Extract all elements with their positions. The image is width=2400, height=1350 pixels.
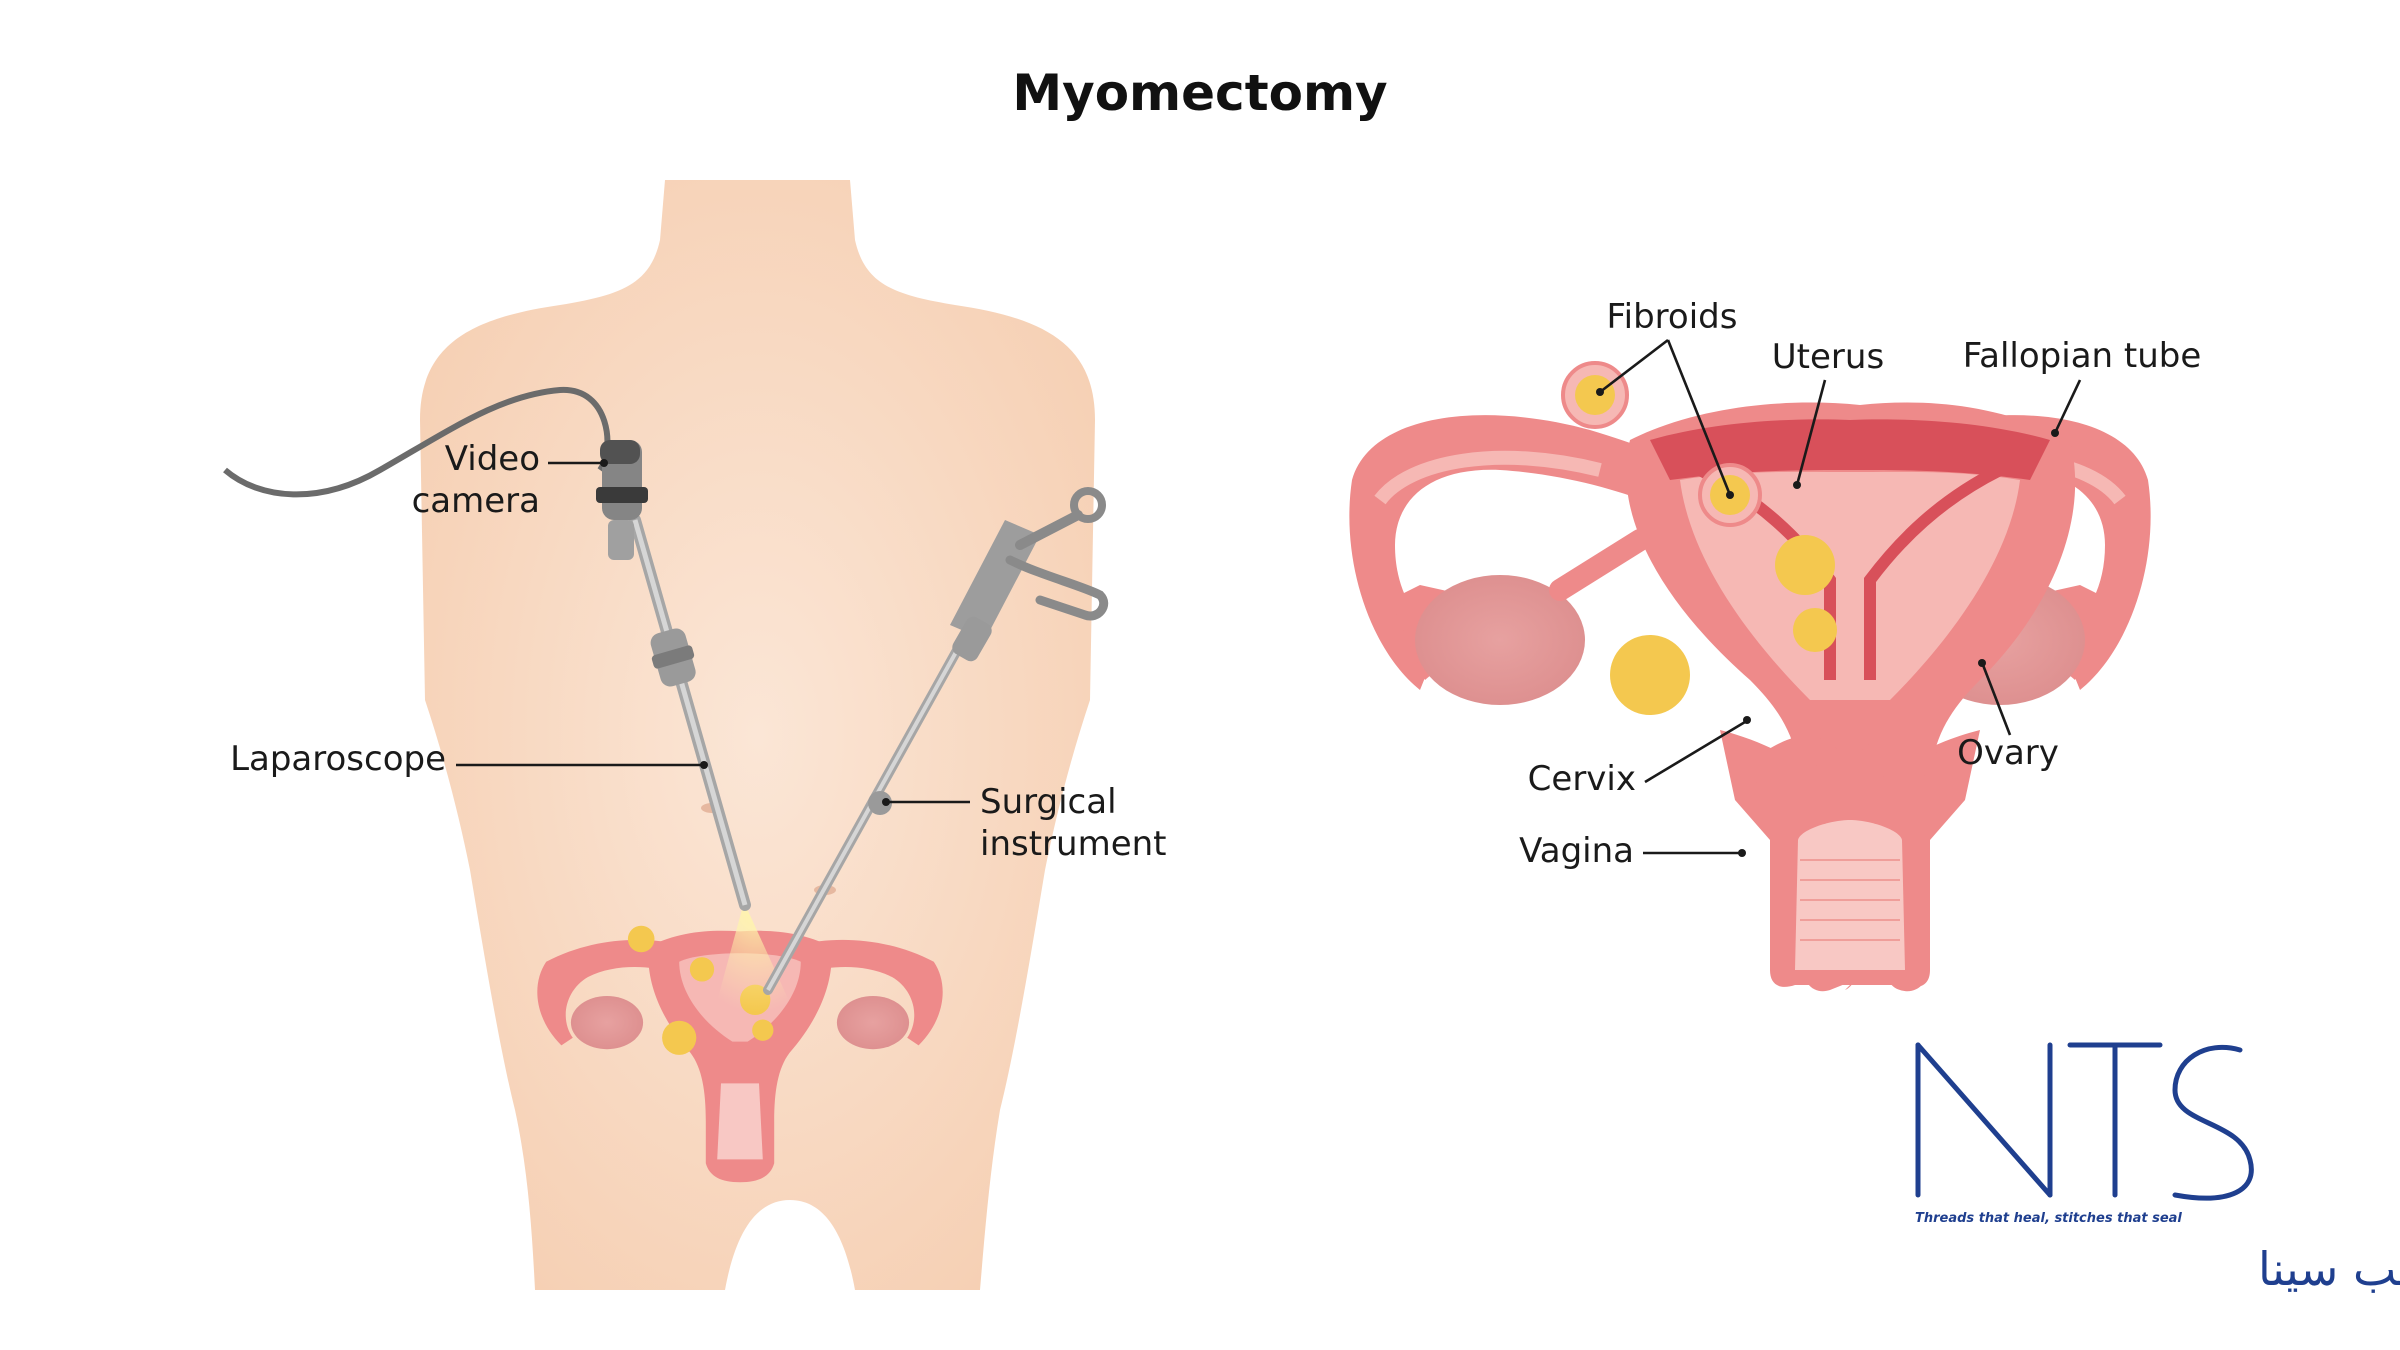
- label-laparoscope-text: Laparoscope: [230, 739, 446, 779]
- left-fallopian-tube: [1349, 415, 1700, 690]
- leader-dot: [1738, 849, 1746, 857]
- label-fallopian-tube: Fallopian tube: [1963, 336, 2202, 437]
- leader-dot: [600, 459, 608, 467]
- leader-dot: [1978, 659, 1986, 667]
- label-surgical-instrument: Surgical instrument: [882, 782, 1167, 864]
- label-video-camera: Video camera: [412, 439, 608, 521]
- label-laparoscope: Laparoscope: [230, 739, 708, 779]
- label-fibroids: Fibroids: [1596, 297, 1737, 499]
- label-vagina: Vagina: [1519, 831, 1746, 871]
- label-fallopian-tube-text: Fallopian tube: [1963, 336, 2202, 376]
- page-title: Myomectomy: [1012, 64, 1388, 122]
- left-ovary: [1415, 575, 1585, 705]
- label-uterus: Uterus: [1772, 337, 1884, 489]
- nts-logo: Threads that heal, stitches that seal نخ…: [1915, 1042, 2400, 1297]
- label-fibroids-text: Fibroids: [1607, 297, 1738, 337]
- leader-line: [1795, 379, 1827, 486]
- label-surgical-instrument-line2: instrument: [980, 824, 1167, 864]
- leader-dot: [1743, 716, 1751, 724]
- laparoscope-instrument: [629, 514, 751, 911]
- leader-dot: [2051, 429, 2059, 437]
- leader-line: [1981, 664, 2012, 736]
- surgical-instrument-device: [763, 487, 1109, 995]
- label-video-camera-line2: camera: [412, 481, 540, 521]
- label-surgical-instrument-line1: Surgical: [980, 782, 1117, 822]
- label-ovary: Ovary: [1957, 659, 2059, 773]
- leader-line: [1644, 720, 1746, 784]
- leader-line: [1666, 339, 1732, 496]
- logo-arabic-text: نخ جراحان طب سینا: [2258, 1242, 2400, 1297]
- video-camera-device: [596, 440, 648, 560]
- uterine-cavity: [1680, 471, 2020, 700]
- label-cervix-text: Cervix: [1528, 759, 1636, 799]
- nts-monogram: [1915, 1042, 2254, 1201]
- leader-dot: [1596, 388, 1604, 396]
- vaginal-canal: [1795, 820, 1905, 970]
- uterus-anatomy-diagram: [1349, 361, 2151, 992]
- label-video-camera-line1: Video: [445, 439, 540, 479]
- leader-line: [2053, 379, 2082, 434]
- leader-dot: [1726, 491, 1734, 499]
- label-vagina-text: Vagina: [1519, 831, 1634, 871]
- leader-dot: [700, 761, 708, 769]
- label-cervix: Cervix: [1528, 716, 1751, 799]
- label-ovary-text: Ovary: [1957, 733, 2059, 773]
- leader-dot: [1793, 481, 1801, 489]
- leader-line: [1599, 338, 1669, 394]
- camera-cable: [223, 386, 611, 498]
- label-uterus-text: Uterus: [1772, 337, 1884, 377]
- scope-light-beam: [712, 902, 800, 1025]
- logo-tagline: Threads that heal, stitches that seal: [1915, 1211, 2182, 1226]
- leader-dot: [882, 798, 890, 806]
